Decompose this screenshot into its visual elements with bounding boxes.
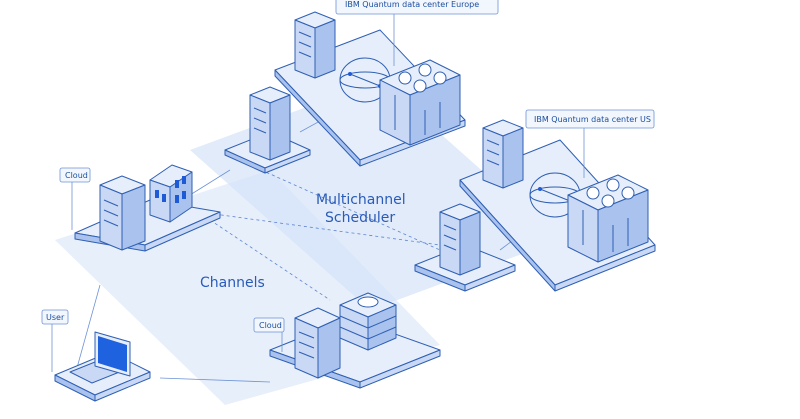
storage-stack bbox=[339, 292, 397, 351]
us-server bbox=[482, 119, 524, 189]
europe-label: IBM Quantum data center Europe bbox=[345, 0, 479, 9]
scheduler-label-line1: Multichannel bbox=[316, 192, 406, 208]
cloud-left-tag: Cloud bbox=[59, 167, 91, 183]
user-laptop bbox=[51, 322, 151, 402]
europe-datacenter bbox=[274, 11, 466, 167]
us-qubit-cabinets bbox=[567, 174, 649, 263]
channels-label: Channels bbox=[200, 275, 265, 291]
scheduler-label-line2: Scheduler bbox=[325, 210, 395, 226]
us-label: IBM Quantum data center US bbox=[534, 115, 651, 124]
cloud-bottom-tag: Cloud bbox=[253, 317, 285, 333]
user-tag: User bbox=[41, 309, 69, 325]
scheduler-server-top bbox=[224, 86, 311, 174]
cloud-cluster-left bbox=[71, 164, 221, 252]
user-label: User bbox=[46, 313, 65, 322]
europe-label-tag: IBM Quantum data center Europe bbox=[335, 0, 499, 15]
scheduler-server-right bbox=[414, 203, 516, 292]
cloud-left-label: Cloud bbox=[65, 171, 88, 180]
europe-qubit-cabinets bbox=[379, 59, 461, 146]
cloud-cluster-bottom bbox=[269, 292, 441, 389]
europe-server bbox=[294, 11, 336, 79]
us-label-tag: IBM Quantum data center US bbox=[525, 109, 655, 129]
us-datacenter bbox=[459, 119, 656, 292]
cloud-bottom-label: Cloud bbox=[259, 321, 282, 330]
